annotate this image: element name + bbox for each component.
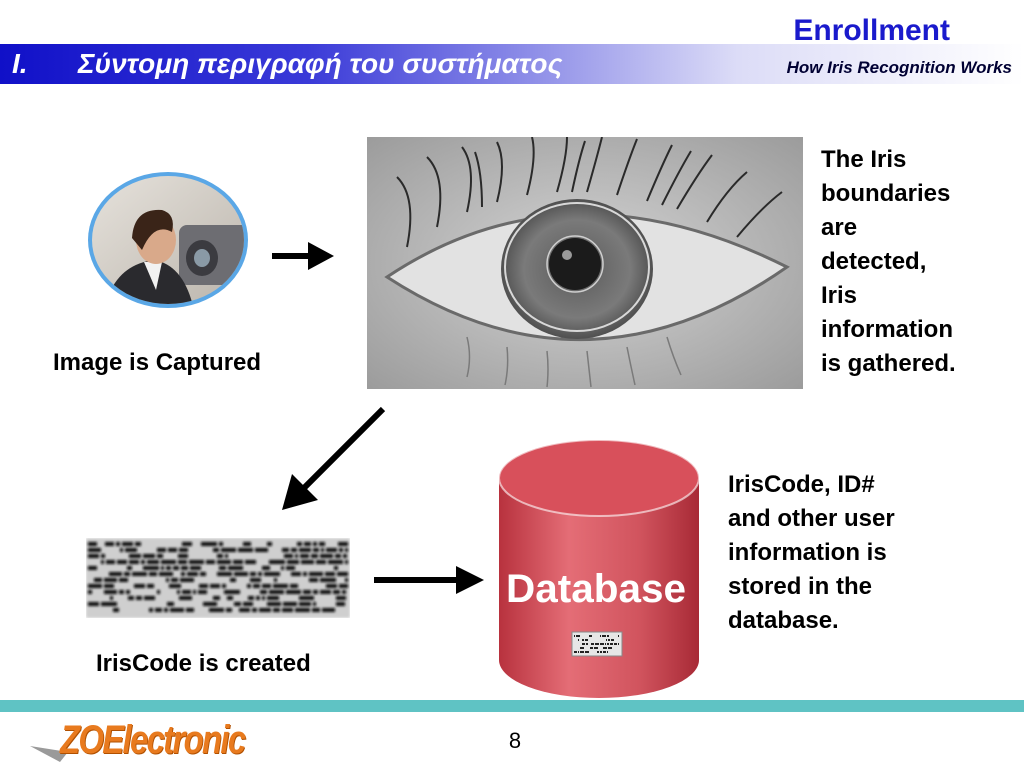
caption-line: and other user xyxy=(728,505,895,532)
section-subtitle: How Iris Recognition Works xyxy=(786,58,1012,77)
arrow-down-left-icon xyxy=(282,406,386,510)
arrow-right-icon xyxy=(272,242,334,270)
database-caption: IrisCode, ID# and other user information… xyxy=(728,468,895,638)
footer-bar xyxy=(0,700,1024,712)
arrow-right-icon xyxy=(374,566,484,594)
section-number: I. xyxy=(12,48,28,79)
capture-caption: Image is Captured xyxy=(53,349,262,376)
caption-line: is gathered. xyxy=(821,350,956,377)
iris-detection-caption: The Iris boundaries are detected, Iris i… xyxy=(821,143,956,381)
database-cylinder-icon: Database xyxy=(498,439,700,698)
caption-line: database. xyxy=(728,607,839,634)
company-logo: ZOElectronic xyxy=(60,718,246,762)
caption-line: information xyxy=(821,316,953,343)
page-number: 8 xyxy=(508,728,522,753)
database-label: Database xyxy=(506,567,686,611)
person-capture-image xyxy=(88,172,248,308)
header-bar xyxy=(0,44,1024,84)
caption-line: stored in the xyxy=(728,573,873,600)
slide-title: Enrollment xyxy=(793,14,950,47)
caption-line: information is xyxy=(728,539,887,566)
caption-line: boundaries xyxy=(821,180,951,207)
caption-line: IrisCode, ID# xyxy=(728,471,875,498)
section-title: Σύντομη περιγραφή του συστήματος xyxy=(78,48,563,79)
logo-swoosh-icon xyxy=(30,746,68,762)
iriscode-caption: IrisCode is created xyxy=(96,650,311,677)
caption-line: detected, xyxy=(821,248,927,275)
iriscode-barcode-image xyxy=(86,538,350,618)
caption-line: are xyxy=(821,214,858,241)
caption-line: Iris xyxy=(821,282,858,309)
caption-line: The Iris xyxy=(821,146,907,173)
eye-iris-image xyxy=(367,137,803,389)
